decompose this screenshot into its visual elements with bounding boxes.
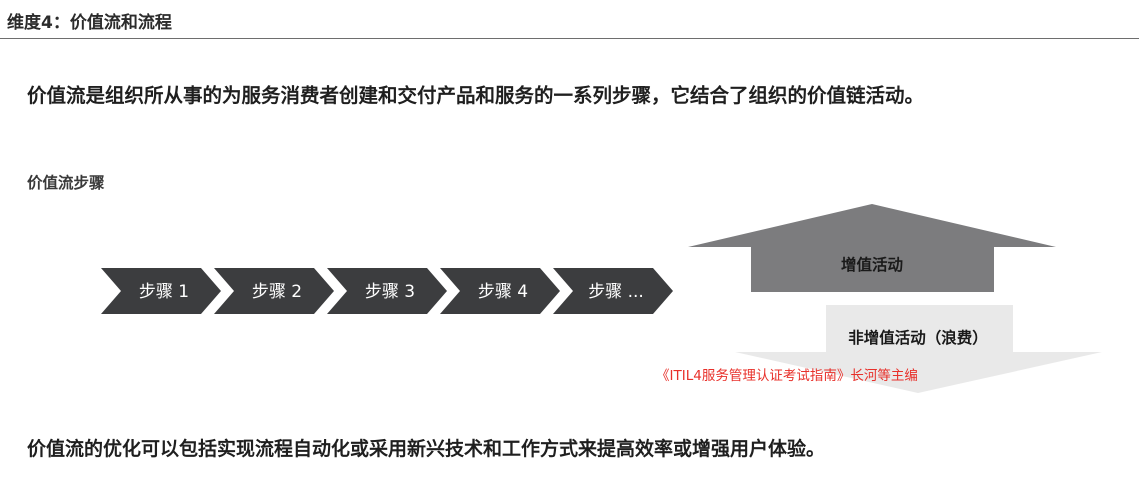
step-label-1: 步骤 1 [139, 282, 189, 302]
value-stream-optimization-note: 价值流的优化可以包括实现流程自动化或采用新兴技术和工作方式来提高效率或增强用户体… [27, 438, 826, 460]
step-chevron-2: 步骤 2 [214, 268, 334, 314]
non-value-added-arrow [735, 305, 1102, 393]
step-label-5: 步骤 ... [588, 282, 644, 302]
value-added-label: 增值活动 [841, 255, 903, 274]
step-chevron-5: 步骤 ... [553, 268, 673, 314]
step-chevron-3: 步骤 3 [327, 268, 447, 314]
non-value-added-label: 非增值活动（浪费） [848, 328, 988, 347]
header-divider [0, 38, 1139, 39]
source-citation: 《ITIL4服务管理认证考试指南》长河等主编 [656, 368, 918, 384]
value-stream-definition: 价值流是组织所从事的为服务消费者创建和交付产品和服务的一系列步骤，它结合了组织的… [27, 84, 925, 107]
page-title: 维度4：价值流和流程 [7, 13, 172, 33]
step-chevron-4: 步骤 4 [440, 268, 560, 314]
value-added-arrow [688, 204, 1056, 292]
step-label-3: 步骤 3 [365, 282, 415, 302]
step-label-2: 步骤 2 [252, 282, 302, 302]
step-label-4: 步骤 4 [478, 282, 528, 302]
section-label-value-stream-steps: 价值流步骤 [27, 174, 105, 192]
step-chevron-1: 步骤 1 [101, 268, 221, 314]
